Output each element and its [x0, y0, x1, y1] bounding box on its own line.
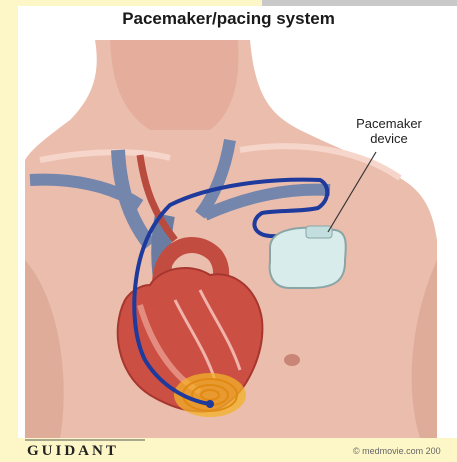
label-line-2: device	[344, 131, 434, 146]
copyright-credit: © medmovie.com 200	[353, 446, 455, 456]
label-line-1: Pacemaker	[344, 116, 434, 131]
guidant-logo: GUIDANT	[27, 443, 119, 460]
right-nipple	[284, 354, 300, 366]
lead-tip	[206, 400, 214, 408]
figure-title: Pacemaker/pacing system	[0, 9, 457, 29]
pacemaker-device-label: Pacemaker device	[344, 116, 434, 146]
top-bar	[262, 0, 457, 6]
